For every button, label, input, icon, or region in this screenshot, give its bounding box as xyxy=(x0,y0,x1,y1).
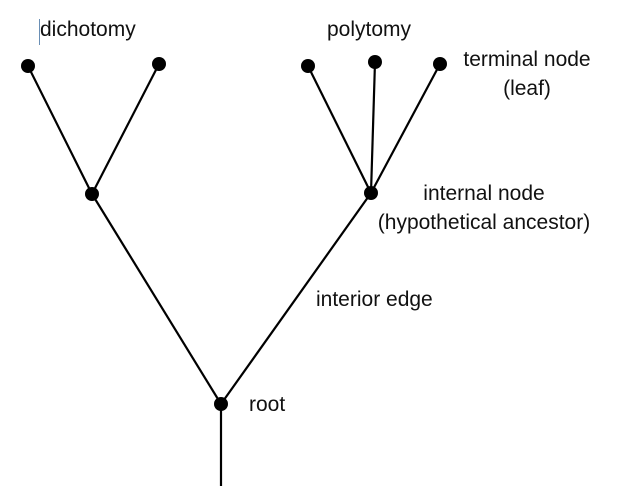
terminal-node-label: terminal node xyxy=(463,48,591,71)
right-interior-edge xyxy=(220,192,372,405)
hypothetical-ancestor-label: (hypothetical ancestor) xyxy=(377,211,591,234)
root-node xyxy=(214,397,228,411)
leaf-node-1 xyxy=(21,59,35,73)
leaf-node-2 xyxy=(152,57,166,71)
internal-node-label: internal node xyxy=(423,182,545,205)
polytomy-middle-branch xyxy=(369,61,377,194)
dichotomy-label: dichotomy xyxy=(40,18,136,41)
polytomy-internal-node xyxy=(364,186,378,200)
polytomy-left-branch xyxy=(307,65,372,194)
text-cursor xyxy=(39,19,40,45)
leaf-node-5 xyxy=(433,57,447,71)
polytomy-right-branch xyxy=(370,63,441,194)
dichotomy-left-branch xyxy=(27,65,93,195)
root-label: root xyxy=(249,393,286,416)
leaf-node-4 xyxy=(368,55,382,69)
polytomy-label: polytomy xyxy=(327,18,412,41)
left-interior-edge xyxy=(91,193,222,405)
dichotomy-internal-node xyxy=(85,187,99,201)
leaf-node-3 xyxy=(301,59,315,73)
interior-edge-label: interior edge xyxy=(316,288,433,311)
dichotomy-right-branch xyxy=(91,63,160,195)
leaf-label: (leaf) xyxy=(503,77,551,100)
